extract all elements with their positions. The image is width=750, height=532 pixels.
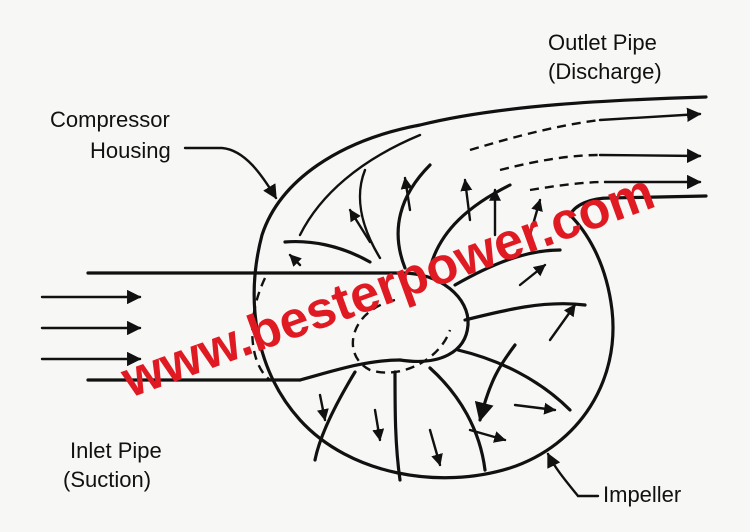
vane-9 <box>283 240 372 264</box>
discharge-direction-arrow <box>474 343 517 422</box>
watermark-text: www.besterpower.com <box>113 163 661 410</box>
vane-10 <box>358 168 382 260</box>
vane-3 <box>453 248 562 287</box>
impeller-vanes <box>283 163 587 482</box>
impeller-leader-arrow <box>546 452 600 498</box>
flow-arrow-3 <box>460 178 473 222</box>
compressor-housing-sublabel: Housing <box>90 138 171 163</box>
flow-arrow-10 <box>428 428 443 467</box>
compressor-housing <box>252 95 708 480</box>
compressor-housing-label: Compressor <box>50 107 170 132</box>
flow-arrow-11 <box>372 408 385 442</box>
inlet-flow-arrows <box>40 289 142 367</box>
flow-arrow-2 <box>400 176 413 212</box>
outlet-arrow-2 <box>598 148 702 164</box>
outlet-stream-1 <box>469 118 601 152</box>
outlet-stream-2 <box>499 153 601 172</box>
vane-6 <box>428 366 487 472</box>
flow-arrow-7 <box>548 303 577 342</box>
flow-arrow-5 <box>528 198 543 237</box>
impeller-flow-arrows <box>288 176 577 467</box>
outlet-arrow-1 <box>598 107 702 122</box>
outlet-stream-3 <box>529 180 606 192</box>
vane-4 <box>463 302 587 322</box>
inlet-bottom-curve <box>298 358 402 382</box>
vane-5 <box>456 348 572 412</box>
leader-lines <box>183 146 600 498</box>
housing-outer-wall <box>252 95 708 480</box>
vane-1 <box>396 163 432 270</box>
housing-leader-arrow <box>183 146 278 200</box>
flow-arrow-1 <box>348 208 372 244</box>
flow-arrow-13 <box>288 253 302 267</box>
inlet-pipe <box>86 271 470 382</box>
vane-8 <box>313 370 357 462</box>
outlet-flow-arrows <box>469 107 702 192</box>
inlet-eye <box>398 271 470 363</box>
flow-arrow-8 <box>513 402 557 415</box>
inlet-pipe-label: Inlet Pipe <box>70 438 162 463</box>
inlet-pipe-sublabel: (Suction) <box>63 467 151 492</box>
flow-arrow-6 <box>518 263 547 287</box>
flow-arrow-12 <box>316 393 329 422</box>
vane-7 <box>393 370 402 482</box>
housing-inner-scroll <box>298 133 422 237</box>
outlet-lower-wall <box>568 194 708 217</box>
outlet-pipe-label: Outlet Pipe <box>548 30 657 55</box>
inlet-hidden-edge-left <box>251 277 271 381</box>
impeller-eye-hidden <box>351 298 452 374</box>
impeller-label: Impeller <box>603 482 681 507</box>
outlet-pipe-sublabel: (Discharge) <box>548 59 662 84</box>
flow-arrow-9 <box>468 428 507 443</box>
